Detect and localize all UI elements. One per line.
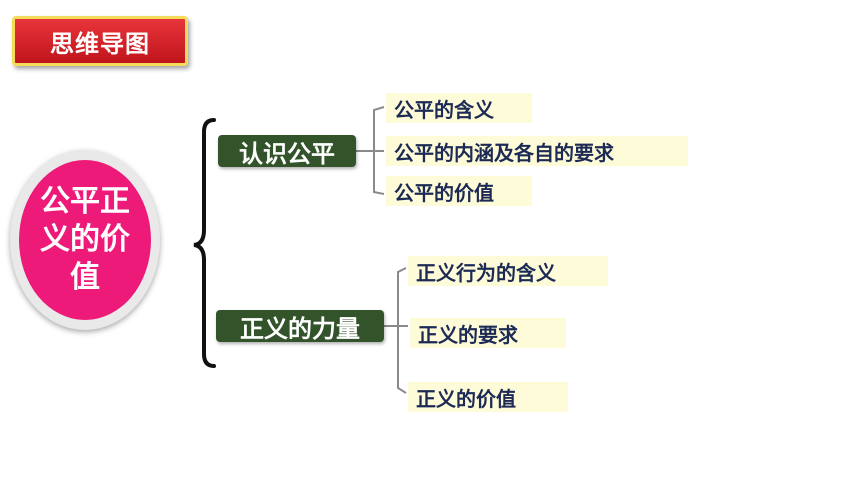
leaf-justice-requirements: 正义的要求 bbox=[410, 318, 566, 348]
branch-recognize-fairness: 认识公平 bbox=[218, 135, 356, 168]
leaf-justice-value: 正义的价值 bbox=[408, 382, 568, 412]
center-node-label: 公平正义的价值 bbox=[40, 184, 130, 295]
mindmap-title-badge: 思维导图 bbox=[12, 16, 188, 66]
leaf-fairness-value: 公平的价值 bbox=[386, 176, 532, 206]
leaf-fairness-connotation: 公平的内涵及各自的要求 bbox=[386, 136, 688, 166]
branch-power-of-justice: 正义的力量 bbox=[216, 310, 384, 343]
leaf-fairness-meaning: 公平的含义 bbox=[386, 93, 532, 123]
leaf-justice-behavior-meaning: 正义行为的含义 bbox=[408, 256, 608, 286]
main-brace bbox=[193, 118, 216, 368]
center-node: 公平正义的价值 bbox=[19, 160, 151, 320]
connector-branch2-bracket bbox=[397, 267, 407, 394]
